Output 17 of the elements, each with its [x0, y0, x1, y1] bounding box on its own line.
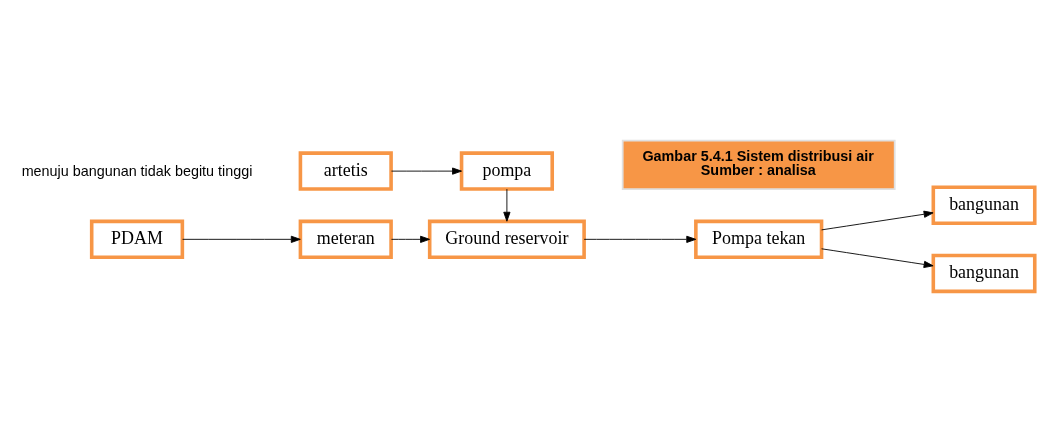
node-box: meteran: [298, 219, 393, 260]
node-box: pompa: [459, 151, 555, 191]
node-box: artetis: [298, 151, 393, 191]
arrow: [391, 167, 462, 175]
arrow: [821, 248, 934, 268]
node-box: Pompa tekan: [694, 219, 824, 260]
arrow: [182, 235, 301, 243]
arrow: [503, 188, 511, 222]
node-box: bangunan: [931, 253, 1037, 294]
node-box: Gambar 5.4.1 Sistem distribusi air Sumber : analisa: [621, 139, 896, 190]
arrow: [821, 210, 934, 231]
node-box: bangunan: [931, 185, 1037, 225]
arrow: [583, 235, 697, 243]
arrow: [391, 235, 430, 243]
node-box: Ground reservoir: [427, 219, 586, 260]
label: menuju bangunan tidak begitu tinggi: [21, 163, 253, 180]
node-box: PDAM: [89, 219, 185, 260]
